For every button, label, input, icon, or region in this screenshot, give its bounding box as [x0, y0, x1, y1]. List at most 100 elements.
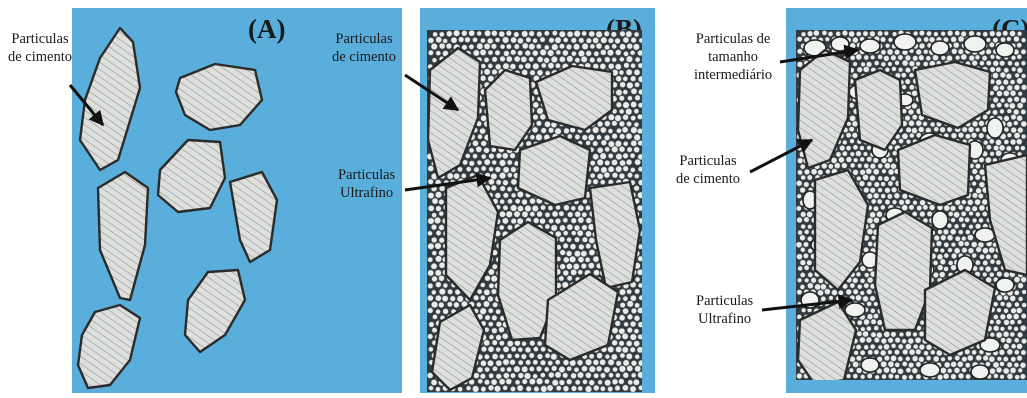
ultrafine-particle	[503, 180, 509, 186]
ultrafine-particle	[990, 151, 995, 156]
ultrafine-particle	[975, 260, 980, 265]
ultrafine-particle	[972, 253, 977, 258]
ultrafine-particle	[631, 37, 637, 43]
ultrafine-particle	[600, 63, 606, 69]
ultrafine-particle	[996, 67, 1001, 72]
ultrafine-particle	[962, 356, 968, 362]
ultrafine-particle	[829, 296, 834, 301]
ultrafine-particle	[435, 295, 441, 301]
ultrafine-particle	[990, 332, 995, 337]
ultrafine-particle	[852, 361, 858, 367]
ultrafine-particle	[983, 32, 988, 37]
ultrafine-particle	[435, 270, 441, 276]
ultrafine-particle	[965, 217, 970, 222]
ultrafine-particle	[582, 31, 587, 36]
ultrafine-particle	[559, 276, 564, 281]
ultrafine-particle	[507, 354, 512, 359]
ultrafine-particle	[485, 275, 491, 281]
ultrafine-particle	[965, 363, 970, 368]
ultrafine-particle	[480, 282, 485, 287]
ultrafine-particle	[469, 161, 475, 167]
ultrafine-particle	[432, 251, 437, 256]
ultrafine-particle	[559, 56, 565, 62]
ultrafine-particle	[461, 173, 466, 178]
ultrafine-particle	[503, 373, 509, 379]
ultrafine-particle	[912, 115, 917, 120]
ultrafine-particle	[612, 367, 617, 372]
ultrafine-particle	[525, 50, 531, 56]
ultrafine-particle	[950, 229, 956, 235]
ultrafine-particle	[597, 173, 603, 179]
ultrafine-particle	[600, 386, 605, 391]
ultrafine-particle	[804, 278, 809, 283]
ultrafine-particle	[1017, 78, 1023, 84]
ultrafine-particle	[548, 63, 554, 69]
ultrafine-particle	[624, 322, 629, 327]
ultrafine-particle	[891, 176, 896, 181]
ultrafine-particle	[1021, 134, 1026, 139]
ultrafine-particle	[577, 372, 583, 378]
ultrafine-particle	[838, 157, 844, 163]
ultrafine-particle	[586, 50, 592, 56]
ultrafine-particle	[972, 60, 978, 66]
ultrafine-particle	[620, 31, 626, 37]
ultrafine-particle	[630, 101, 636, 107]
label-c-ultrafino-line2: Ultrafino	[696, 310, 753, 328]
ultrafine-particle	[958, 241, 964, 247]
ultrafine-particle	[495, 193, 501, 199]
ultrafine-particle	[1014, 36, 1020, 42]
ultrafine-particle	[866, 289, 872, 295]
ultrafine-particle	[1021, 338, 1027, 344]
ultrafine-particle	[480, 295, 485, 300]
label-b-cimento: Particulas de cimento	[332, 30, 396, 66]
ultrafine-particle	[797, 158, 803, 164]
ultrafine-particle	[563, 257, 569, 263]
ultrafine-particle	[571, 38, 577, 44]
ultrafine-particle	[964, 349, 970, 355]
ultrafine-particle	[433, 32, 438, 37]
ultrafine-particle	[529, 57, 534, 62]
ultrafine-particle	[853, 158, 858, 163]
ultrafine-particle	[608, 153, 613, 158]
ultrafine-particle	[899, 200, 905, 206]
ultrafine-particle	[466, 386, 471, 391]
ultrafine-particle	[918, 356, 924, 362]
ultrafine-particle	[563, 37, 568, 42]
ultrafine-particle	[604, 45, 609, 50]
ultrafine-particle	[979, 120, 985, 126]
ultrafine-particle	[597, 147, 603, 153]
ultrafine-particle	[894, 50, 900, 56]
ultrafine-particle	[916, 61, 921, 66]
ultrafine-particle	[941, 31, 946, 36]
ultrafine-particle	[492, 315, 498, 321]
intermediate-particle	[996, 43, 1014, 57]
ultrafine-particle	[1014, 277, 1020, 283]
ultrafine-particle	[483, 301, 489, 307]
ultrafine-particle	[492, 69, 498, 75]
ultrafine-particle	[593, 141, 599, 147]
ultrafine-particle	[593, 166, 599, 172]
ultrafine-particle	[1003, 79, 1009, 85]
label-b-ultrafino-line2: Ultrafino	[338, 184, 395, 202]
ultrafine-particle	[499, 327, 505, 333]
ultrafine-particle	[999, 60, 1005, 66]
ultrafine-particle	[631, 63, 636, 68]
ultrafine-particle	[972, 121, 978, 127]
ultrafine-particle	[428, 257, 433, 262]
ultrafine-particle	[484, 159, 490, 165]
ultrafine-particle	[524, 373, 531, 380]
ultrafine-particle	[477, 289, 482, 294]
ultrafine-particle	[971, 242, 977, 248]
ultrafine-particle	[544, 367, 549, 372]
ultrafine-particle	[979, 266, 984, 271]
ultrafine-particle	[436, 309, 441, 314]
ultrafine-particle	[484, 30, 490, 36]
ultrafine-particle	[559, 211, 564, 216]
ultrafine-particle	[943, 229, 949, 235]
ultrafine-particle	[976, 247, 982, 253]
ultrafine-particle	[481, 64, 486, 69]
ultrafine-particle	[469, 44, 474, 49]
ultrafine-particle	[990, 259, 995, 264]
ultrafine-particle	[801, 32, 806, 37]
ultrafine-particle	[1010, 319, 1015, 324]
